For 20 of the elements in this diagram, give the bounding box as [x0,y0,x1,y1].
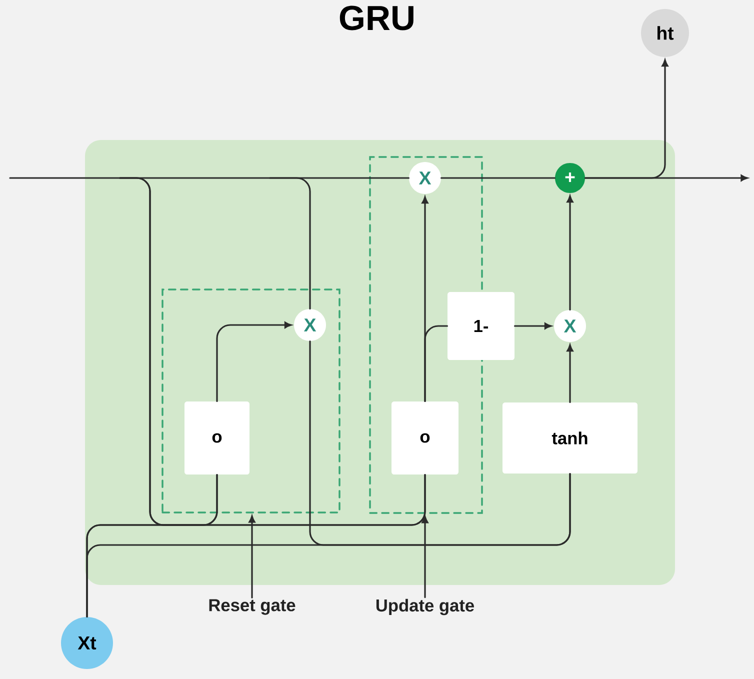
sigmoid-box: o [392,402,458,474]
connector-line [9,177,410,179]
connector-line [440,177,556,179]
sigmoid-box: o [184,402,250,474]
connector-line [269,177,311,310]
arrow [566,195,574,311]
arrow [248,515,256,598]
arrow [514,322,552,330]
gate-label: Reset gate [209,599,296,615]
arrow [422,516,428,598]
gate-dashed-box [162,288,340,514]
title: GRU [340,6,414,30]
gate-label: Update gate [376,598,474,616]
connector-line [424,325,448,402]
arrow [216,322,292,402]
arrow [566,344,574,404]
connector-line [309,340,571,546]
operation-box: 1- [448,292,514,360]
arrow [584,59,668,179]
tanh-box: tanh [502,402,638,474]
